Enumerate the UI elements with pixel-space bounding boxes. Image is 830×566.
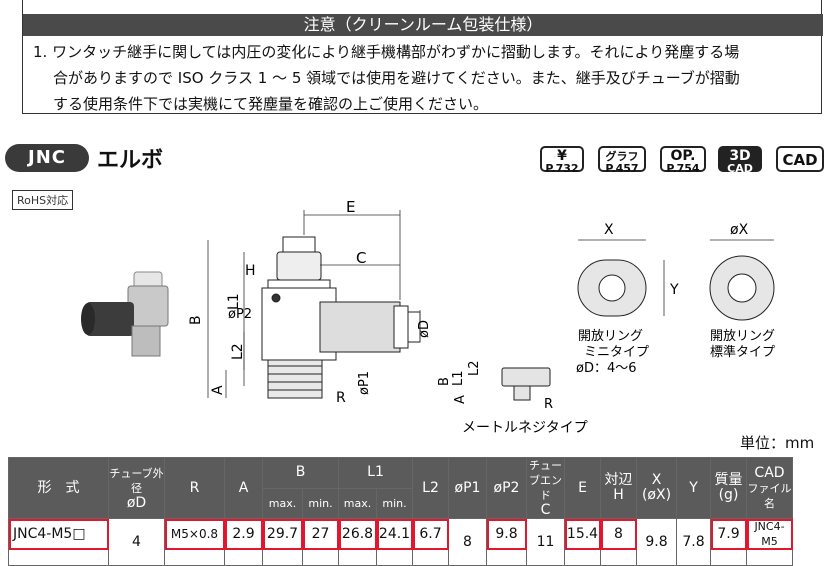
- caution-title: 注意（クリーンルーム包装仕様）: [23, 14, 823, 36]
- ring-mini-label-1: 開放リング: [578, 329, 643, 344]
- ring-dim-Y: Y: [669, 282, 679, 298]
- cad-icon[interactable]: CAD: [776, 146, 824, 172]
- ring-dim-oX: øX: [730, 222, 749, 238]
- dim-R: R: [336, 390, 346, 406]
- metric-dim-B: B: [437, 377, 452, 386]
- cell-P1: 8: [448, 518, 487, 566]
- th-E: E: [564, 457, 601, 519]
- dim-C: C: [356, 249, 366, 267]
- th-R: R: [164, 457, 225, 519]
- th-B: B: [262, 457, 339, 489]
- option-icon[interactable]: OP.P.754: [660, 146, 706, 174]
- dimension-lines: [207, 210, 421, 398]
- metric-dim-L2: L2: [467, 360, 482, 376]
- cell-B-min: 27: [302, 518, 339, 550]
- cell-L2: 6.7: [412, 518, 449, 550]
- th-mass: 質量(g): [710, 457, 747, 519]
- cell-E: 15.4: [564, 518, 601, 550]
- caution-line-3: する使用条件下では実機にて発塵量を確認の上ご使用ください。: [53, 95, 489, 113]
- dim-B: B: [188, 315, 204, 325]
- cell-P2: 9.8: [486, 518, 527, 550]
- dimension-drawing: E C H B L1 L2 A øP2 øP1 øD R B L1 L2 A R…: [81, 198, 775, 435]
- cell-X: 9.8: [636, 518, 677, 566]
- th-B-min: min.: [302, 487, 339, 519]
- metric-dim-A: A: [453, 395, 468, 404]
- th-Y: Y: [676, 457, 711, 519]
- cell-L1-max: 26.8: [338, 518, 377, 550]
- th-X: X(øX): [636, 457, 677, 519]
- series-badge: JNC: [5, 144, 89, 172]
- dim-D: øD: [417, 320, 432, 338]
- metric-thread-label: メートルネジタイプ: [462, 420, 588, 435]
- ring-std-label-1: 開放リング: [710, 329, 775, 344]
- product-title: エルボ: [97, 148, 164, 173]
- caution-line-1: 1. ワンタッチ継手に関しては内圧の変化により継手機構部がわずかに摺動します。そ…: [33, 43, 740, 61]
- dim-P1: øP1: [357, 371, 372, 395]
- product-photo: [81, 271, 169, 357]
- metric-dim-L1: L1: [451, 370, 466, 386]
- th-L1: L1: [338, 457, 413, 489]
- th-A: A: [224, 457, 263, 519]
- table-row: JNC4-M5□ 4 M5×0.8 2.9 29.7 27 26.8 24.1 …: [8, 518, 793, 566]
- dim-L1: L1: [226, 293, 242, 310]
- ring-mini-label-3: øD：4～6: [576, 361, 637, 376]
- cell-C: 11: [526, 518, 565, 566]
- metric-dim-R: R: [544, 397, 553, 412]
- cell-H: 8: [600, 518, 637, 550]
- cell-model: JNC4-M5□: [8, 518, 109, 550]
- cell-Y: 7.8: [676, 518, 711, 566]
- dim-P2: øP2: [228, 307, 252, 322]
- cell-cad: JNC4-M5: [746, 518, 793, 550]
- caution-box: 注意（クリーンルーム包装仕様） 1. ワンタッチ継手に関しては内圧の変化により継…: [22, 0, 823, 117]
- metric-thread-detail: [501, 367, 551, 401]
- ring-std-label-2: 標準タイプ: [710, 344, 775, 360]
- ring-mini-dims: [578, 239, 665, 316]
- release-ring-mini: [577, 259, 647, 317]
- th-model: 形 式: [8, 457, 109, 519]
- caution-line-2: 合がありますので ISO クラス 1 ～ 5 領域では使用を避けてください。また…: [53, 69, 740, 87]
- dim-L2: L2: [230, 343, 246, 360]
- dim-E: E: [346, 198, 355, 216]
- cell-A: 2.9: [224, 518, 263, 550]
- th-L1-max: max.: [338, 487, 377, 519]
- th-B-max: max.: [262, 487, 303, 519]
- th-L1-min: min.: [376, 487, 413, 519]
- elbow-side-view: [261, 236, 421, 399]
- cell-tube: 4: [108, 518, 165, 566]
- cell-mass: 7.9: [710, 518, 747, 550]
- dim-H: H: [245, 263, 256, 279]
- th-L2: L2: [412, 457, 449, 519]
- cell-B-max: 29.7: [262, 518, 303, 550]
- price-icon[interactable]: ¥P.732: [540, 146, 584, 174]
- dim-A: A: [210, 385, 226, 395]
- caution-text: 1. ワンタッチ継手に関しては内圧の変化により継手機構部がわずかに摺動します。そ…: [33, 39, 818, 117]
- rohs-badge: RoHS対応: [12, 190, 74, 210]
- ring-mini-label-2: ミニタイプ: [584, 345, 649, 360]
- unit-label: 単位：mm: [740, 434, 815, 452]
- th-P1: øP1: [448, 457, 487, 519]
- ring-dim-X: X: [604, 222, 614, 238]
- th-P2: øP2: [486, 457, 527, 519]
- cell-R: M5×0.8: [164, 518, 225, 550]
- cell-L1-min: 24.1: [376, 518, 413, 550]
- release-ring-standard: [709, 255, 775, 321]
